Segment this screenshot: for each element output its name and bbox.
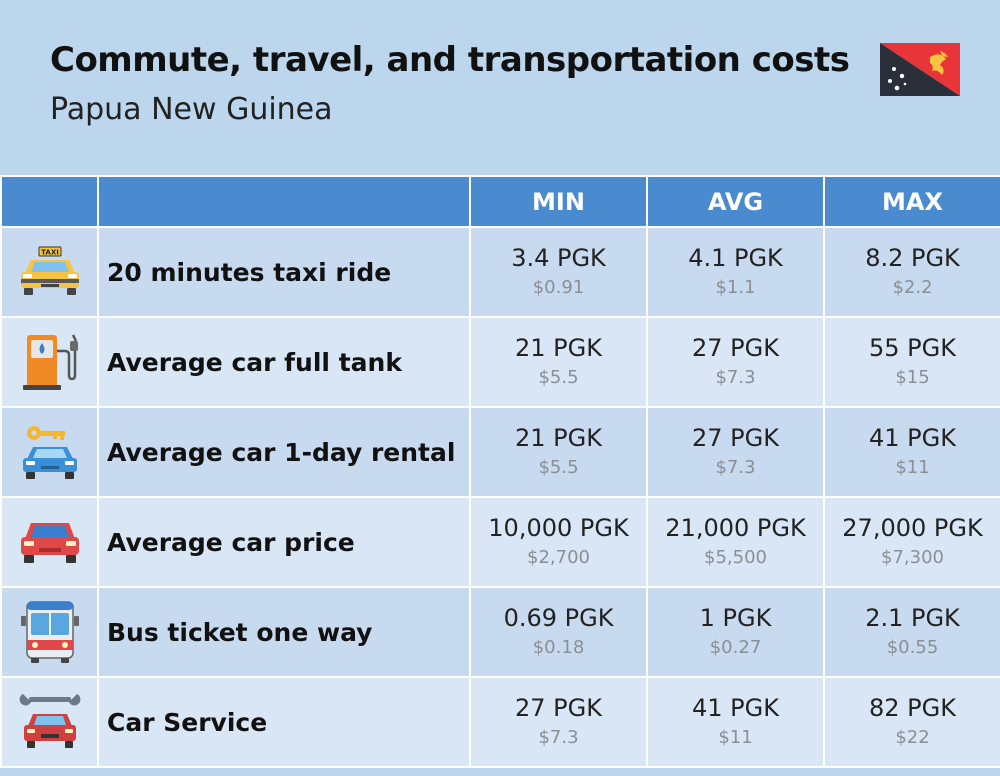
max-cell: 55 PGK $15	[823, 316, 1000, 408]
max-cell: 41 PGK $11	[823, 406, 1000, 498]
min-value: 21 PGK	[515, 334, 602, 362]
max-cell: 8.2 PGK $2.2	[823, 226, 1000, 318]
min-usd-value: $0.18	[532, 637, 585, 658]
page-subtitle: Papua New Guinea	[50, 92, 333, 127]
min-usd-value: $7.3	[538, 727, 579, 748]
avg-cell: 27 PGK $7.3	[646, 316, 825, 408]
max-usd-value: $2.2	[892, 277, 933, 298]
avg-value: 1 PGK	[699, 604, 772, 632]
table-row: Bus ticket one way 0.69 PGK $0.18 1 PGK …	[0, 586, 1000, 678]
max-usd-value: $7,300	[881, 547, 944, 568]
row-label: Car Service	[97, 676, 471, 768]
table-row: TAXI 20 minutes taxi ride 3.4 PGK $0.91 …	[0, 226, 1000, 318]
row-label: Average car price	[97, 496, 471, 588]
row-label: 20 minutes taxi ride	[97, 226, 471, 318]
max-cell: 82 PGK $22	[823, 676, 1000, 768]
avg-cell: 27 PGK $7.3	[646, 406, 825, 498]
table-row: Average car 1-day rental 21 PGK $5.5 27 …	[0, 406, 1000, 498]
column-header-max: MAX	[823, 175, 1000, 228]
row-label: Bus ticket one way	[97, 586, 471, 678]
min-cell: 21 PGK $5.5	[469, 406, 648, 498]
avg-usd-value: $7.3	[715, 367, 756, 388]
max-cell: 2.1 PGK $0.55	[823, 586, 1000, 678]
costs-table: MIN AVG MAX TAXI 20 minutes taxi ride 3.…	[0, 175, 1000, 768]
min-usd-value: $0.91	[532, 277, 585, 298]
max-value: 2.1 PGK	[865, 604, 960, 632]
min-usd-value: $5.5	[538, 367, 579, 388]
min-cell: 10,000 PGK $2,700	[469, 496, 648, 588]
avg-value: 27 PGK	[692, 334, 779, 362]
taxi-icon: TAXI	[20, 246, 79, 295]
row-label: Average car full tank	[97, 316, 471, 408]
avg-cell: 21,000 PGK $5,500	[646, 496, 825, 588]
min-usd-value: $2,700	[527, 547, 590, 568]
car-service-icon	[19, 694, 80, 748]
table-row: Average car price 10,000 PGK $2,700 21,0…	[0, 496, 1000, 588]
max-usd-value: $22	[895, 727, 930, 748]
avg-cell: 41 PGK $11	[646, 676, 825, 768]
page-header: Commute, travel, and transportation cost…	[0, 0, 1000, 175]
min-cell: 27 PGK $7.3	[469, 676, 648, 768]
max-value: 8.2 PGK	[865, 244, 960, 272]
min-value: 27 PGK	[515, 694, 602, 722]
table-row: Car Service 27 PGK $7.3 41 PGK $11 82 PG…	[0, 676, 1000, 768]
bus-icon	[20, 601, 79, 663]
max-value: 82 PGK	[869, 694, 956, 722]
taxi-sign-text: TAXI	[41, 249, 59, 257]
max-value: 27,000 PGK	[842, 514, 983, 542]
page-title: Commute, travel, and transportation cost…	[50, 40, 850, 80]
column-header-item	[97, 175, 471, 228]
max-usd-value: $11	[895, 457, 930, 478]
avg-usd-value: $11	[718, 727, 753, 748]
table-row: Average car full tank 21 PGK $5.5 27 PGK…	[0, 316, 1000, 408]
min-usd-value: $5.5	[538, 457, 579, 478]
max-value: 41 PGK	[869, 424, 956, 452]
min-cell: 3.4 PGK $0.91	[469, 226, 648, 318]
row-label: Average car 1-day rental	[97, 406, 471, 498]
car-rental-icon	[22, 426, 77, 479]
max-usd-value: $15	[895, 367, 930, 388]
min-cell: 21 PGK $5.5	[469, 316, 648, 408]
avg-cell: 1 PGK $0.27	[646, 586, 825, 678]
papua-new-guinea-flag-icon	[880, 43, 960, 96]
max-cell: 27,000 PGK $7,300	[823, 496, 1000, 588]
min-value: 3.4 PGK	[511, 244, 606, 272]
max-usd-value: $0.55	[886, 637, 939, 658]
min-value: 10,000 PGK	[488, 514, 629, 542]
fuel-pump-icon	[22, 334, 78, 390]
avg-value: 21,000 PGK	[665, 514, 806, 542]
column-header-min: MIN	[469, 175, 648, 228]
avg-cell: 4.1 PGK $1.1	[646, 226, 825, 318]
avg-usd-value: $5,500	[704, 547, 767, 568]
avg-value: 41 PGK	[692, 694, 779, 722]
avg-usd-value: $7.3	[715, 457, 756, 478]
avg-value: 27 PGK	[692, 424, 779, 452]
min-value: 21 PGK	[515, 424, 602, 452]
avg-value: 4.1 PGK	[688, 244, 783, 272]
avg-usd-value: $0.27	[709, 637, 762, 658]
column-header-avg: AVG	[646, 175, 825, 228]
car-icon	[20, 523, 79, 563]
max-value: 55 PGK	[869, 334, 956, 362]
table-header-row: MIN AVG MAX	[0, 175, 1000, 228]
avg-usd-value: $1.1	[715, 277, 756, 298]
min-cell: 0.69 PGK $0.18	[469, 586, 648, 678]
min-value: 0.69 PGK	[503, 604, 614, 632]
column-header-icon	[0, 175, 99, 228]
